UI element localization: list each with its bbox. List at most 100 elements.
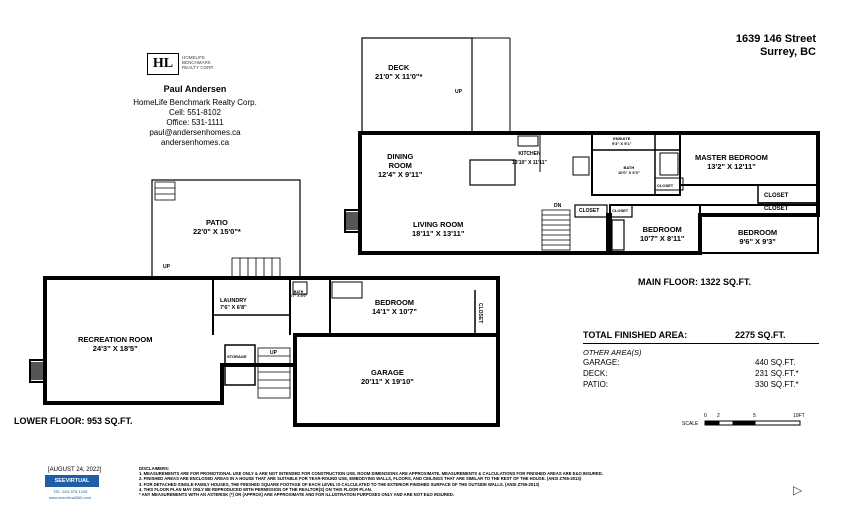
room-name: BEDROOM: [738, 228, 778, 237]
room-name: RECREATION ROOM: [78, 335, 153, 344]
agent-cell: Cell: 551-8102: [168, 108, 222, 117]
other-area-patio-value: 330 SQ.FT.*: [755, 380, 799, 389]
room-dim: 13'2" X 12'11": [707, 162, 756, 171]
room-name: DECK: [388, 63, 410, 72]
other-area-patio-label: PATIO:: [583, 380, 609, 389]
other-area-deck-value: 231 SQ.FT.*: [755, 369, 799, 378]
disclaimer-5: * ANY MEASUREMENTS WITH AN ASTERISK (*) …: [139, 492, 454, 498]
agent-website[interactable]: andersenhomes.ca: [160, 138, 230, 147]
room-name: GARAGE: [370, 368, 404, 377]
agent-company: HomeLife Benchmark Realty Corp.: [133, 98, 257, 107]
closet-label-hall-2: CLOSET: [612, 208, 629, 213]
other-area-garage-label: GARAGE:: [583, 358, 620, 367]
disclaimer-3: 3. FOR DETACHED SINGLE-FAMILY HOUSES, TH…: [139, 481, 540, 487]
brand-name: HOMELIFE BENCHMARK REALTY CORP.: [182, 55, 214, 70]
disclaimers: DISCLAIMERS: 1. MEASUREMENTS ARE FOR PRO…: [139, 466, 799, 497]
address-line-1: 1639 146 Street: [735, 33, 816, 45]
agent-office: Office: 531-1111: [166, 118, 224, 127]
room-kitchen: KITCHEN 13'10" X 11'11": [512, 150, 547, 168]
room-name: BATH: [623, 165, 635, 170]
room-dim: 7'6" X 6'8": [220, 305, 247, 311]
room-master-bedroom: MASTER BEDROOM 13'2" X 12'11": [695, 153, 768, 171]
other-area-deck-label: DECK:: [583, 369, 608, 378]
room-dim: 9'3" X 5'1": [612, 141, 632, 146]
scale-label: SCALE: [682, 421, 699, 427]
deck-outline: [361, 37, 473, 134]
room-patio: PATIO 22'0" X 15'0"*: [193, 218, 241, 236]
total-area-value: 2275 SQ.FT.: [735, 330, 786, 340]
room-name-2: ROOM: [388, 161, 412, 170]
room-dim: 18'11" X 13'11": [412, 229, 465, 238]
room-laundry: LAUNDRY 7'6" X 6'8": [220, 298, 247, 312]
room-name: DINING: [387, 152, 414, 161]
room-bath-main: BATH 10'0" X 9'3": [618, 165, 640, 175]
room-name: BEDROOM: [374, 298, 415, 307]
address: 1639 146 Street Surrey, BC: [736, 33, 816, 59]
disclaimer-4: 4. THIS FLOOR PLAN MAY ONLY BE REPRODUCE…: [139, 486, 372, 492]
room-garage: GARAGE 20'11" X 19'10": [361, 368, 414, 386]
closet-label-hall: CLOSET: [579, 208, 600, 214]
room-dim: 10'7" X 8'11": [640, 234, 685, 243]
other-area-garage-value: 440 SQ.FT.: [755, 358, 796, 367]
scale-tick-10: 10FT: [793, 413, 805, 419]
agent-card: Paul Andersen HomeLife Benchmark Realty …: [110, 84, 280, 148]
arrow-icon: ▷: [793, 483, 803, 497]
main-floor-area: MAIN FLOOR: 1322 SQ.FT.: [638, 277, 752, 287]
room-dim: 14'1" X 10'7": [372, 307, 417, 316]
room-dim: 10'0" X 9'3": [618, 170, 640, 175]
room-storage: STORAGE: [227, 352, 247, 361]
room-dim: 21'0" X 11'0"*: [375, 72, 423, 81]
disclaimer-2: 2. FINISHED AREAS ARE ENCLOSED AREAS IN …: [139, 476, 582, 482]
scale-tick-0: 0: [704, 413, 707, 419]
room-name: BATH: [293, 290, 304, 294]
brand-initials: HL: [152, 56, 174, 71]
scale-bar: [704, 420, 801, 426]
room-name: BEDROOM: [642, 225, 682, 234]
agent-email[interactable]: paul@andersenhomes.ca: [149, 128, 241, 137]
lower-stairs-up-label: UP: [270, 350, 277, 356]
scale-tick-5: 5: [753, 413, 756, 419]
room-dim: 6'7" X 5'0": [290, 294, 308, 298]
brand-logo: HL: [147, 53, 179, 75]
totals-divider: [583, 343, 819, 344]
brand-line-3: REALTY CORP.: [182, 65, 215, 70]
closet-label-bedroom-2: CLOSET: [764, 206, 789, 212]
fireplace-fill-lower: [31, 362, 43, 380]
patio-up-label: UP: [163, 264, 170, 270]
room-dim: 24'3" X 18'5": [92, 344, 138, 353]
other-areas-heading: OTHER AREA(S): [583, 348, 642, 357]
room-living: LIVING ROOM 18'11" X 13'11": [412, 220, 464, 238]
closet-label-master: CLOSET: [764, 193, 789, 199]
closet-label-lower: CLOSET: [477, 303, 483, 324]
scale-tick-2: 2: [717, 413, 720, 419]
seevirtual-logo-text: SEEVIRTUAL: [54, 478, 90, 484]
footer-tel: TEL: 604-575-1246: [53, 489, 88, 494]
brand-line-2: BENCHMARK: [182, 60, 211, 65]
room-dim: 20'11" X 19'10": [361, 377, 414, 386]
total-area-label: TOTAL FINISHED AREA:: [583, 330, 688, 340]
room-bedroom-main-1: BEDROOM 10'7" X 8'11": [640, 225, 684, 243]
room-bath-lower: BATH 6'7" X 5'0": [290, 290, 307, 298]
room-name: MASTER BEDROOM: [695, 153, 768, 162]
room-deck: DECK 21'0" X 11'0"*: [375, 63, 422, 81]
footer-web[interactable]: www.seevirtual360.com: [49, 495, 92, 500]
room-recreation: RECREATION ROOM 24'3" X 18'5": [78, 335, 152, 353]
room-dining: DINING ROOM 12'4" X 9'11": [378, 152, 422, 179]
room-name: ENSUITE: [613, 136, 631, 141]
deck-up-label: UP: [455, 89, 462, 95]
room-bedroom-lower: BEDROOM 14'1" X 10'7": [372, 298, 417, 316]
lower-floor-area: LOWER FLOOR: 953 SQ.FT.: [14, 416, 133, 426]
footer-date: [AUGUST 24, 2022]: [48, 467, 102, 473]
room-name: PATIO: [205, 218, 228, 227]
room-name: KITCHEN: [518, 151, 541, 157]
fireplace-fill-main: [346, 212, 358, 230]
room-name: LAUNDRY: [220, 298, 247, 304]
room-ensuite: ENSUITE 9'3" X 5'1": [612, 136, 631, 146]
room-dim: 12'4" X 9'11": [378, 170, 423, 179]
agent-name: Paul Andersen: [163, 84, 227, 94]
garage-outline: [293, 333, 500, 427]
disclaimer-1: 1. MEASUREMENTS ARE FOR PROMOTIONAL USE …: [139, 471, 603, 477]
closet-label-bath: CLOSET: [657, 183, 674, 188]
room-name: LIVING ROOM: [412, 220, 464, 229]
